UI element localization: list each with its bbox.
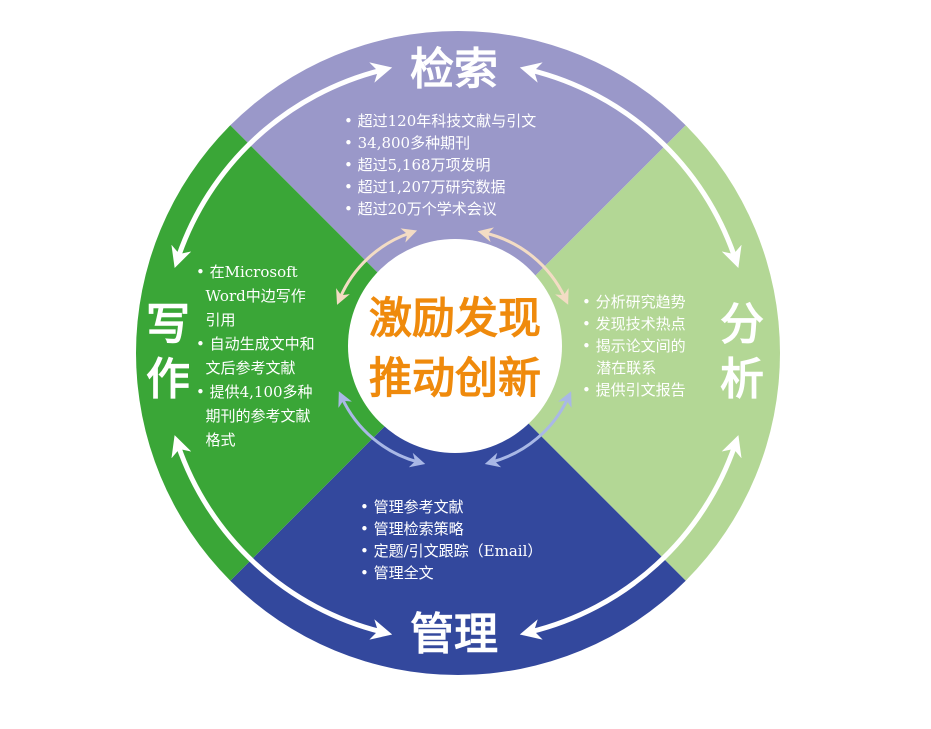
outer-cycle-arrows <box>171 62 742 640</box>
manage-item: • 管理检索策略 <box>360 520 464 538</box>
analysis-item: • 提供引文报告 <box>582 381 686 399</box>
arrow-bottom-right <box>519 435 742 640</box>
title-analysis-char-1: 分 <box>720 299 764 350</box>
title-manage: 管理 <box>410 609 498 660</box>
analysis-item: • 揭示论文间的 <box>582 337 686 355</box>
center-circle <box>348 239 562 453</box>
manage-item-list: • 管理参考文献 • 管理检索策略 • 定题/引文跟踪（Email） • 管理全… <box>360 498 542 582</box>
manage-item: • 定题/引文跟踪（Email） <box>360 542 542 560</box>
search-item-list: • 超过120年科技文献与引文 • 34,800多种期刊 • 超过5,168万项… <box>344 112 536 218</box>
title-write-char-1: 写 <box>146 299 190 350</box>
inner-arrow-bottom-right <box>484 391 572 468</box>
center-line-2: 推动创新 <box>369 354 541 404</box>
arrow-top-left <box>171 62 393 268</box>
write-item: 格式 <box>196 431 236 449</box>
manage-item: • 管理全文 <box>360 564 434 582</box>
inner-arrow-top-right <box>477 227 569 305</box>
search-item: • 超过120年科技文献与引文 <box>344 112 536 130</box>
write-item: 文后参考文献 <box>196 359 296 377</box>
analysis-item: • 发现技术热点 <box>582 315 686 333</box>
arrow-top-right <box>519 62 742 268</box>
write-item: Word中边写作 <box>196 287 306 305</box>
write-item: 引用 <box>196 311 236 329</box>
search-item: • 超过5,168万项发明 <box>344 156 491 174</box>
center-line-1: 激励发现 <box>369 294 541 344</box>
search-item: • 超过1,207万研究数据 <box>344 178 506 196</box>
arrow-bottom-left <box>171 435 393 640</box>
write-item: • 自动生成文中和 <box>196 335 315 353</box>
inner-cycle-arrows <box>336 227 572 468</box>
write-item: • 在Microsoft <box>196 263 298 281</box>
search-item: • 34,800多种期刊 <box>344 134 470 152</box>
manage-item: • 管理参考文献 <box>360 498 464 516</box>
write-item: 期刊的参考文献 <box>196 407 311 425</box>
write-item: • 提供4,100多种 <box>196 383 313 401</box>
title-analysis-char-2: 析 <box>720 354 764 405</box>
inner-arrow-bottom-left <box>338 391 426 468</box>
inner-arrow-top-left <box>336 228 418 305</box>
write-item-list: • 在Microsoft Word中边写作 引用 • 自动生成文中和 文后参考文… <box>196 263 315 449</box>
analysis-item-list: • 分析研究趋势 • 发现技术热点 • 揭示论文间的 潜在联系 • 提供引文报告 <box>582 293 686 399</box>
search-item: • 超过20万个学术会议 <box>344 200 497 218</box>
title-search: 检索 <box>410 44 498 95</box>
analysis-item: 潜在联系 <box>582 359 656 377</box>
title-write-char-2: 作 <box>146 354 190 405</box>
analysis-item: • 分析研究趋势 <box>582 293 686 311</box>
